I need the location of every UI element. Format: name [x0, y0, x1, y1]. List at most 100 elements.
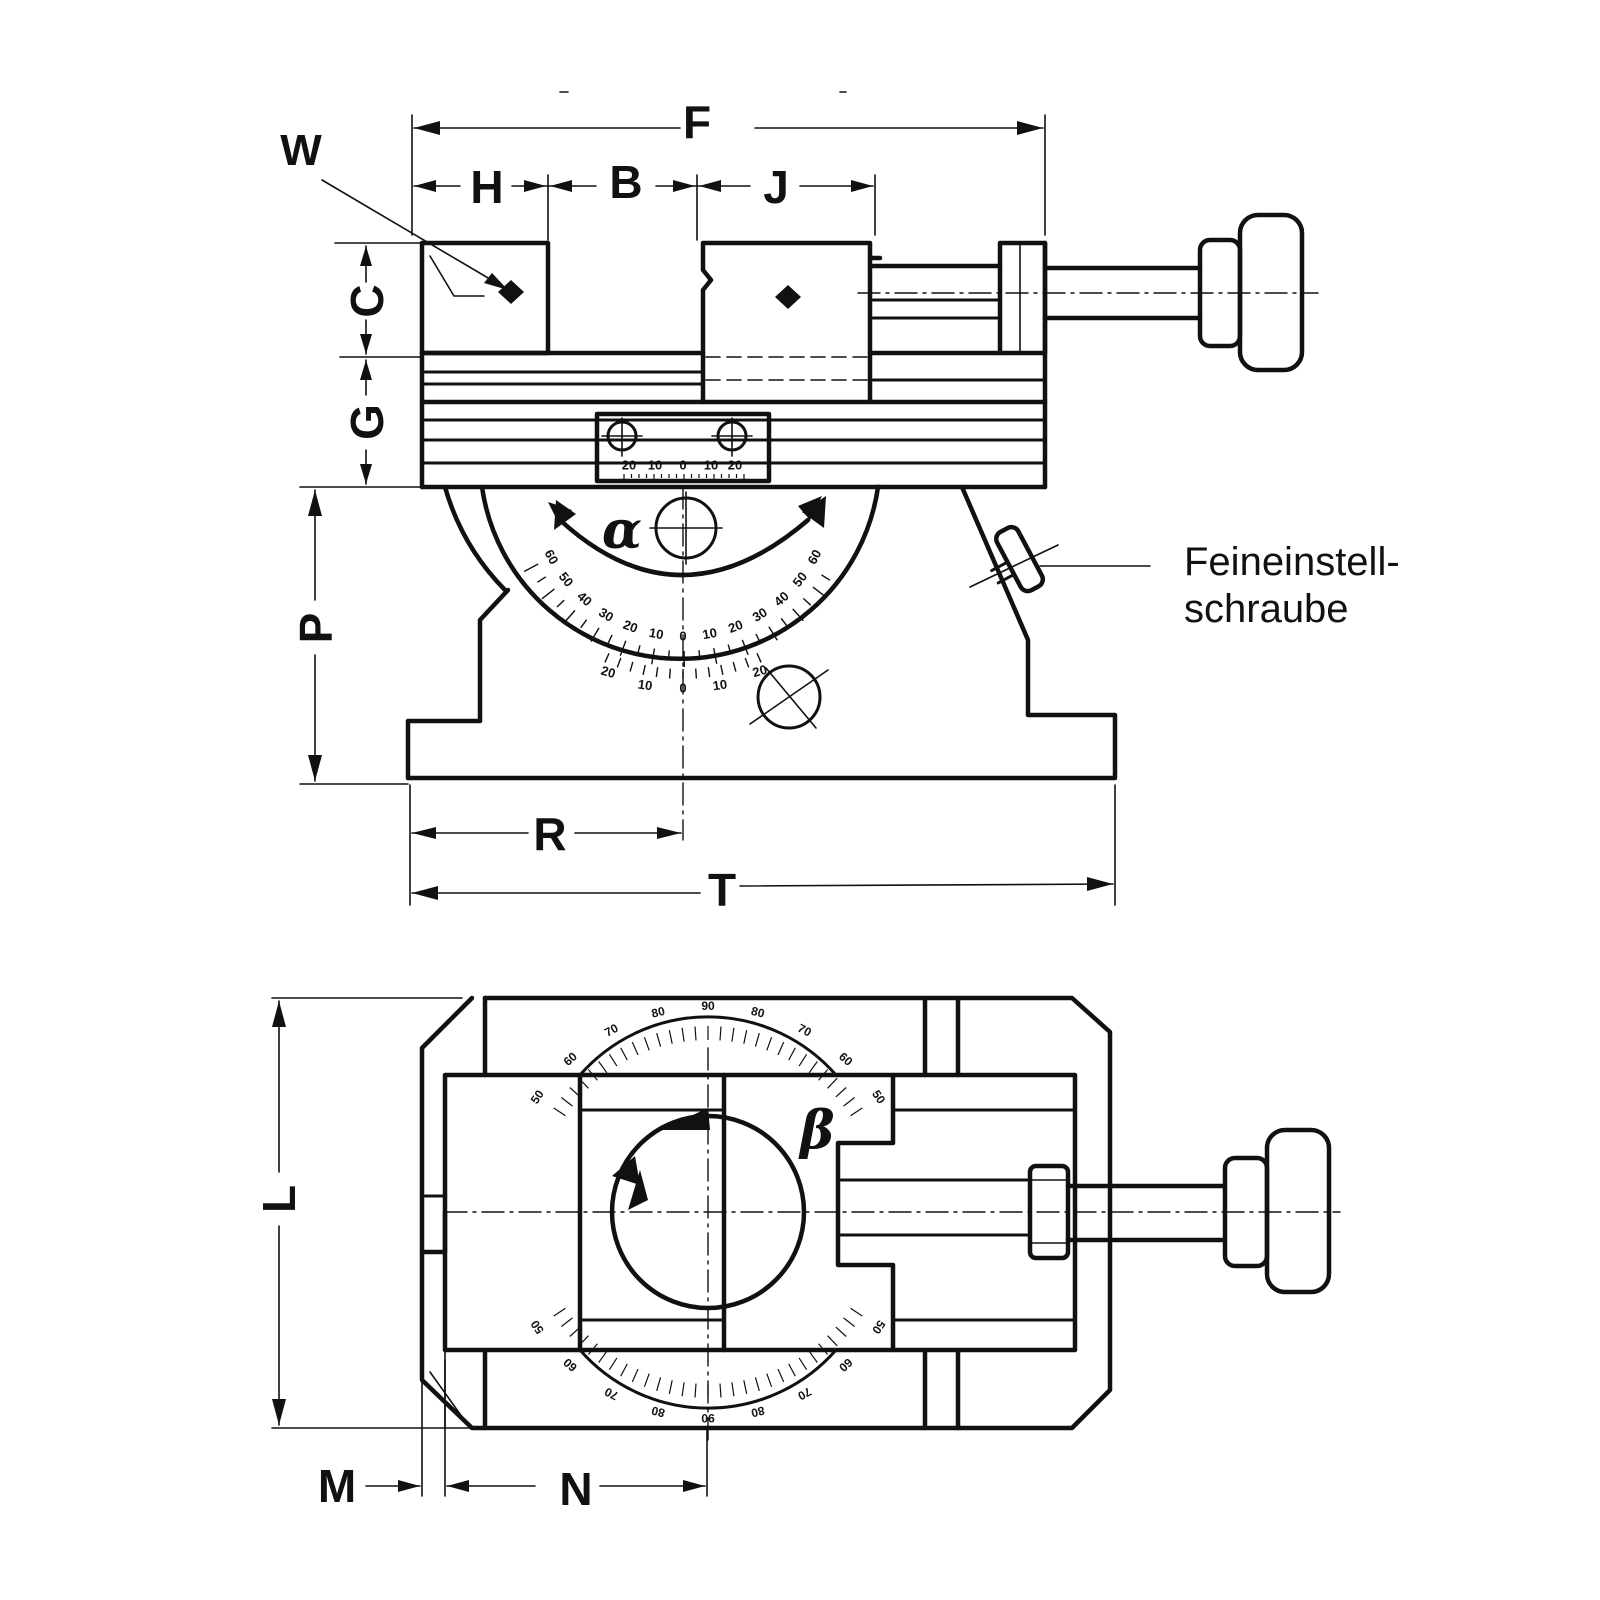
alpha-vernier-tick	[732, 661, 737, 672]
alpha-scale-label: 40	[574, 588, 595, 609]
alpha-scale-tick	[713, 647, 718, 664]
alpha-vernier-tick	[655, 667, 659, 678]
dimension-rt: R T	[409, 784, 1116, 916]
beta-tick-top	[598, 1061, 608, 1074]
beta-tick-bottom	[798, 1357, 808, 1371]
label-j: J	[763, 161, 789, 213]
beta-scale-top-label: 70	[602, 1021, 621, 1040]
beta-tick-top	[608, 1053, 618, 1067]
alpha-vernier-tick	[604, 653, 610, 663]
beta-tick-top	[743, 1029, 748, 1044]
beta-tick-top	[569, 1087, 581, 1098]
dimension-hbj: H B J	[413, 156, 876, 241]
beta-tick-bottom	[668, 1380, 673, 1395]
spindle-handle-top	[1027, 1127, 1332, 1295]
beta-tick-bottom	[620, 1363, 628, 1377]
beta-tick-top	[788, 1047, 796, 1061]
beta-scale-bottom-label: 60	[560, 1355, 580, 1375]
beta-scale-bottom-label: 50	[869, 1318, 888, 1337]
alpha-vernier-label: 20	[751, 662, 769, 680]
beta-scale-bottom-label: 80	[749, 1403, 766, 1420]
beta-tick-bottom	[598, 1350, 608, 1363]
label-b: B	[609, 156, 642, 208]
alpha-vernier-tick	[756, 653, 762, 663]
alpha-scale-label: 30	[596, 605, 616, 625]
jaw-scale-label: 20	[728, 457, 742, 472]
beta-tick-bottom	[681, 1382, 685, 1397]
beta-tick-top	[631, 1041, 639, 1056]
moving-jaw	[700, 240, 883, 405]
beta-scale-top-label: 50	[528, 1087, 547, 1106]
alpha-vernier-tick	[695, 668, 698, 679]
beta-tick-bottom	[731, 1382, 735, 1397]
alpha-vernier-label: 20	[599, 663, 617, 681]
base-outline-top	[419, 995, 1113, 1431]
beta-scale-bottom-label: 50	[528, 1317, 547, 1336]
label-c: C	[341, 284, 393, 317]
alpha-scale-tick	[667, 650, 670, 661]
beta-tick-bottom	[587, 1343, 598, 1355]
alpha-scale-tick	[537, 576, 547, 583]
dimension-f: F	[411, 91, 1046, 236]
alpha-vernier-tick	[668, 668, 671, 679]
alpha-vernier-tick	[642, 664, 646, 675]
alpha-scale-tick	[727, 644, 732, 655]
beta-tick-top	[843, 1097, 855, 1107]
label-p: P	[290, 613, 342, 644]
jaw-scale-label: 10	[704, 457, 718, 472]
label-f: F	[683, 96, 711, 148]
alpha-scale-label: 50	[556, 569, 577, 590]
dimension-cg: C G	[334, 242, 421, 485]
beta-tick-bottom	[643, 1373, 650, 1388]
alpha-scale-label: 60	[542, 547, 562, 567]
beta-tick-bottom	[843, 1317, 855, 1327]
alpha-scale-tick	[780, 617, 788, 627]
beta-tick-bottom	[743, 1380, 748, 1395]
beta-scale-top-label: 60	[561, 1049, 581, 1069]
beta-tick-bottom	[808, 1350, 818, 1363]
beta-tick-bottom	[553, 1307, 566, 1317]
beta-tick-top	[578, 1077, 589, 1089]
label-l: L	[253, 1185, 305, 1213]
fine-adjust-screw: Feineinstell- schraube	[969, 524, 1400, 631]
fixed-jaw	[419, 240, 551, 356]
alpha-scale-label: 10	[648, 625, 665, 642]
alpha-scale-tick	[792, 608, 804, 622]
beta-tick-top	[754, 1033, 760, 1047]
beta-scale-top-label: 70	[795, 1021, 814, 1040]
alpha-vernier-tick	[707, 667, 711, 678]
beta-tick-bottom	[766, 1373, 773, 1388]
beta-tick-bottom	[631, 1368, 639, 1383]
label-t: T	[708, 864, 736, 916]
alpha-scale-tick	[619, 640, 627, 656]
beta-tick-top	[818, 1069, 829, 1081]
beta-tick-bottom	[788, 1363, 796, 1377]
beta-scale-bottom-label: 90	[701, 1411, 715, 1425]
alpha-scale-tick	[563, 609, 576, 623]
alpha-scale-label: 40	[771, 588, 792, 609]
alpha-scale-label: 60	[804, 547, 824, 567]
alpha-scale-label: 30	[750, 605, 770, 625]
alpha-vernier-tick	[744, 657, 750, 668]
alpha-scale-tick	[541, 588, 555, 600]
alpha-scale-tick	[755, 633, 762, 644]
callout-line-2: schraube	[1184, 587, 1349, 631]
beta-tick-top	[777, 1041, 785, 1056]
dimension-w: W	[280, 126, 508, 290]
label-h: H	[470, 161, 503, 213]
alpha-vernier-tick	[616, 657, 622, 668]
alpha-vernier-label: 10	[712, 677, 728, 694]
alpha-vernier-tick	[629, 661, 634, 672]
beta-scale-bottom-label: 80	[650, 1403, 667, 1420]
alpha-scale-label: 50	[789, 569, 810, 590]
beta-tick-top	[827, 1077, 838, 1089]
label-w: W	[280, 126, 322, 175]
callout-line-1: Feineinstell-	[1184, 540, 1400, 584]
beta-tick-bottom	[827, 1335, 838, 1347]
beta-tick-bottom	[578, 1335, 589, 1347]
